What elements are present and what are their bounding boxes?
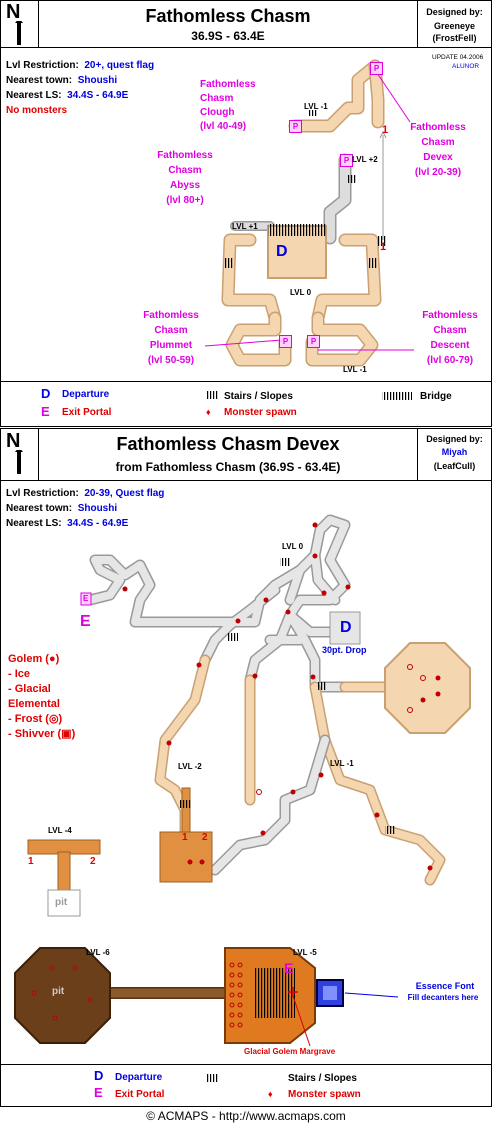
map1-town-value: Shoushi <box>77 75 118 86</box>
north-arrow-icon: N <box>6 431 32 476</box>
map2-drop-label: 30pt. Drop <box>322 645 367 655</box>
map2-exit-marker: E <box>80 613 91 630</box>
map2-town-value: Shoushi <box>77 503 118 514</box>
map1-link-top: 1 <box>382 124 389 136</box>
map2-level-m1: LVL -1 <box>330 759 354 768</box>
map1-ls-value: 34.4S - 64.9E <box>67 90 129 101</box>
map2-header-divider <box>0 480 492 481</box>
map2-designer-label: Designed by: <box>426 434 483 444</box>
map2-subtitle: from Fathomless Chasm (36.9S - 63.4E) <box>115 460 341 474</box>
map2-lvl-label: Lvl Restriction: <box>6 488 79 499</box>
map1-ls-label: Nearest LS: <box>6 90 62 101</box>
map2-designer-alt: (LeafCull) <box>433 461 476 471</box>
map2-departure-marker: D <box>340 619 352 636</box>
map1-title-box <box>38 0 418 47</box>
map2-legend-departure: Departure <box>115 1072 163 1083</box>
map1-legend-spawn: Monster spawn <box>224 407 297 418</box>
map2-exit-marker-small: E <box>83 594 89 603</box>
pit-lvl4-label: pit <box>55 897 68 908</box>
essence-font-note: Fill decanters here <box>407 993 479 1002</box>
map1-level-p1: LVL +1 <box>232 222 258 231</box>
map1-level-p2: LVL +2 <box>352 155 378 164</box>
map1-legend-spawn-glyph: ♦ <box>206 407 211 417</box>
portal-marker-abyss: P <box>340 154 353 167</box>
portal-marker-plummet: P <box>279 335 292 348</box>
map1-town-label: Nearest town: <box>6 75 73 86</box>
map1-level-m1-bottom: LVL -1 <box>343 365 367 374</box>
map1-header-divider <box>0 47 492 48</box>
map1-legend-departure: Departure <box>62 389 110 400</box>
portal-marker-clough: P <box>289 120 302 133</box>
map1-lvl-label: Lvl Restriction: <box>6 60 79 71</box>
portal-marker-devex: P <box>370 62 383 75</box>
map2-level-m2: LVL -2 <box>178 762 202 771</box>
map2-title: Fathomless Chasm Devex <box>116 434 340 454</box>
map2-level-m6: LVL -6 <box>86 948 110 957</box>
essence-font-label: Essence Font <box>415 981 475 991</box>
map2-legend-e-glyph: E <box>94 1085 103 1100</box>
map2-legend-stairs: Stairs / Slopes <box>288 1073 357 1084</box>
map1-note: No monsters <box>6 105 68 116</box>
map1-info: Lvl Restriction: 20+, quest flag Nearest… <box>6 58 154 118</box>
monster-list: Golem (●) - Ice - Glacial Elemental - Fr… <box>8 653 76 740</box>
map1-legend-stairs: Stairs / Slopes <box>224 391 293 402</box>
map1-coords: 36.9S - 63.4E <box>191 29 265 43</box>
map1-update: UPDATE 04.2006 <box>432 54 484 61</box>
map1-level-m1-top: LVL -1 <box>304 102 328 111</box>
map1-drawing <box>204 59 414 400</box>
map1-level-zero: LVL 0 <box>290 288 312 297</box>
map1-departure-marker: D <box>276 243 288 260</box>
map1-designer-label: Designed by: <box>426 7 483 17</box>
map2-legend-spawn: Monster spawn <box>288 1089 361 1100</box>
map2-ls-label: Nearest LS: <box>6 518 62 529</box>
map1-legend-e-glyph: E <box>41 404 50 419</box>
map1-designer-alt: (FrostFell) <box>432 33 477 43</box>
map2-lvl-value: 20-39, Quest flag <box>84 488 165 499</box>
map1-legend-exit: Exit Portal <box>62 407 112 418</box>
map2-title-box <box>38 428 418 480</box>
north-arrow-icon: N <box>6 2 32 45</box>
map2-link-2-lvl2: 2 <box>202 832 208 843</box>
map2-designer-name: Miyah <box>441 447 468 457</box>
boss-label: Glacial Golem Margrave <box>244 1047 336 1056</box>
map2-legend-exit: Exit Portal <box>115 1089 165 1100</box>
map1-legend-bridge: Bridge <box>420 391 452 402</box>
map1-update-by: ALUNOR <box>452 63 480 70</box>
map2-exit-lvl5: E <box>284 960 294 976</box>
map1-legend-divider <box>0 381 492 382</box>
map1-legend-d-glyph: D <box>41 386 51 401</box>
map2-legend-d-glyph: D <box>94 1068 104 1083</box>
map2-town-label: Nearest town: <box>6 503 73 514</box>
map2-level-zero: LVL 0 <box>282 542 304 551</box>
map2-level-m4: LVL -4 <box>48 826 72 835</box>
map2-info: Lvl Restriction: 20-39, Quest flag Neare… <box>6 486 164 531</box>
map2-link-1-lvl4: 1 <box>28 856 34 867</box>
pit-lvl6-label: pit <box>52 986 65 997</box>
map2-link-1-lvl2: 1 <box>182 832 188 843</box>
map2-level-m5: LVL -5 <box>293 948 317 957</box>
footer[interactable]: © ACMAPS - http://www.acmaps.com <box>146 1109 346 1123</box>
portal-marker-descent: P <box>307 335 320 348</box>
map2-legend-divider <box>0 1064 492 1065</box>
map2-link-2-lvl4: 2 <box>90 856 96 867</box>
map1-link-bottom: 1 <box>380 241 387 253</box>
map2-legend-spawn-glyph: ♦ <box>268 1089 273 1099</box>
map1-lvl-value: 20+, quest flag <box>84 60 155 71</box>
map2-ls-value: 34.4S - 64.9E <box>67 518 129 529</box>
map1-title: Fathomless Chasm <box>145 6 311 26</box>
map1-designer-name: Greeneye <box>433 21 476 31</box>
